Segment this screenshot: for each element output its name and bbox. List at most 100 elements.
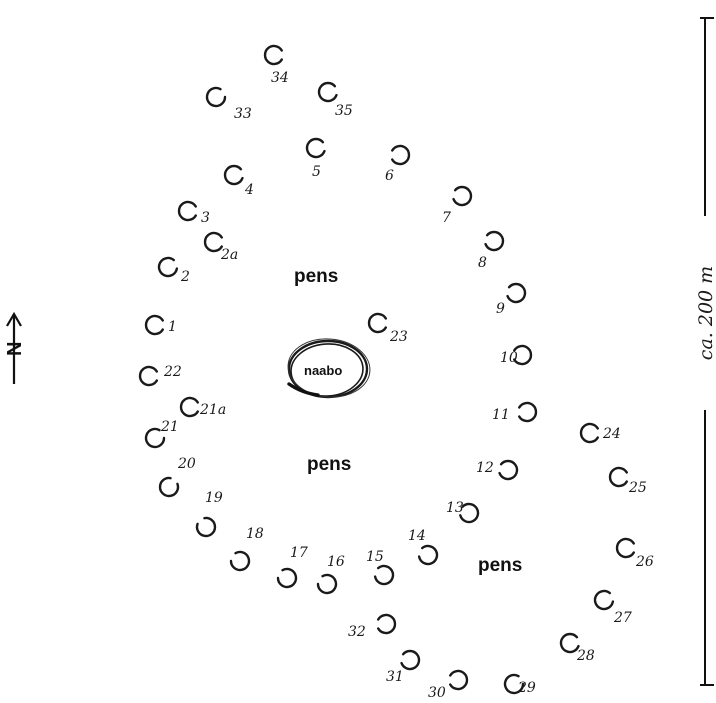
hut-34: 34: [263, 44, 289, 86]
hut-number: 4: [244, 182, 254, 198]
hut-2a: 2a: [203, 231, 238, 263]
hut-ring-icon: [506, 282, 527, 304]
hut-ring-icon: [559, 632, 580, 654]
hut-32: 32: [348, 613, 397, 640]
hut-2: 2: [157, 256, 190, 285]
hut-12: 12: [476, 459, 519, 481]
hut-number: 11: [492, 407, 510, 423]
hut-ring-icon: [459, 502, 480, 524]
hut-ring-icon: [400, 649, 421, 671]
hut-1: 1: [144, 314, 177, 336]
hut-number: 16: [327, 554, 345, 570]
hut-23: 23: [367, 312, 408, 345]
hut-number: 22: [163, 364, 182, 380]
hut-ring-icon: [158, 476, 180, 498]
hut-3: 3: [177, 200, 210, 226]
hut-number: 35: [335, 103, 353, 119]
hut-ring-icon: [377, 613, 397, 635]
hut-27: 27: [593, 589, 632, 626]
hut-number: 9: [496, 301, 505, 317]
hut-number: 5: [312, 164, 321, 180]
hut-ring-icon: [195, 516, 217, 538]
hut-21: 21: [144, 419, 179, 449]
hut-number: 18: [246, 526, 264, 542]
hut-ring-icon: [608, 466, 628, 488]
hut-number: 21: [160, 419, 179, 435]
hut-8: 8: [478, 230, 505, 271]
hut-ring-icon: [449, 669, 469, 691]
pens-label-center: pens: [307, 454, 351, 475]
hut-ring-icon: [518, 401, 538, 423]
hut-4: 4: [223, 164, 254, 198]
hut-15: 15: [366, 549, 395, 586]
hut-ring-icon: [579, 422, 599, 444]
hut-17: 17: [276, 545, 308, 589]
hut-ring-icon: [157, 256, 179, 278]
hut-number: 8: [478, 255, 487, 271]
hut-number: 7: [442, 210, 451, 226]
hut-28: 28: [559, 632, 595, 664]
hut-26: 26: [615, 537, 654, 570]
hut-number: 19: [205, 490, 223, 506]
naabo-enclosure: naabo: [287, 338, 371, 399]
hut-22: 22: [138, 364, 182, 387]
hut-number: 3: [201, 210, 210, 226]
hut-ring-icon: [179, 396, 199, 418]
hut-ring-icon: [305, 137, 326, 159]
hut-number: 20: [177, 456, 196, 472]
north-arrow-icon: N: [4, 311, 26, 384]
scale-label: ca. 200 m: [695, 266, 716, 360]
hut-number: 17: [290, 545, 308, 561]
hut-number: 13: [446, 500, 464, 516]
hut-ring-icon: [203, 231, 223, 253]
naabo-label: naabo: [304, 363, 342, 378]
hut-number: 23: [389, 329, 408, 345]
hut-24: 24: [579, 422, 621, 444]
hut-19: 19: [195, 490, 223, 538]
hut-number: 2: [180, 269, 190, 285]
hut-number: 33: [234, 106, 252, 122]
hut-number: 29: [517, 680, 536, 696]
north-letter: N: [4, 342, 26, 356]
hut-number: 31: [386, 669, 404, 685]
hut-16: 16: [316, 554, 345, 595]
hut-number: 15: [366, 549, 384, 565]
hut-25: 25: [608, 466, 647, 496]
hut-ring-icon: [263, 44, 283, 66]
hut-9: 9: [496, 282, 527, 317]
hut-number: 30: [428, 685, 446, 701]
hut-ring-icon: [144, 427, 166, 449]
hut-6: 6: [385, 144, 411, 184]
hut-31: 31: [386, 649, 421, 685]
hut-ring-icon: [177, 200, 197, 222]
hut-ring-icon: [276, 567, 298, 589]
hut-number: 24: [602, 426, 621, 442]
hut-number: 6: [385, 168, 394, 184]
hut-ring-icon: [615, 537, 635, 559]
hut-number: 27: [613, 610, 632, 626]
hut-number: 12: [476, 460, 494, 476]
hut-20: 20: [158, 456, 196, 498]
hut-21a: 21a: [179, 396, 226, 418]
hut-5: 5: [305, 137, 326, 180]
hut-ring-icon: [513, 344, 533, 366]
hut-ring-icon: [316, 573, 338, 595]
scale-bar: ca. 200 m: [695, 17, 716, 686]
hut-18: 18: [229, 526, 264, 572]
hut-ring-icon: [452, 185, 473, 207]
hut-ring-icon: [391, 144, 411, 166]
hut-number: 34: [271, 70, 289, 86]
hut-number: 28: [576, 648, 595, 664]
hut-ring-icon: [373, 564, 395, 586]
pens-label-north: pens: [294, 266, 338, 287]
hut-number: 10: [500, 350, 518, 366]
hut-number: 2a: [220, 247, 238, 263]
hut-ring-icon: [498, 459, 519, 481]
hut-11: 11: [492, 401, 538, 423]
hut-14: 14: [408, 528, 439, 566]
hut-number: 1: [168, 319, 177, 335]
hut-ring-icon: [503, 673, 525, 695]
hut-ring-icon: [144, 314, 164, 336]
hut-33: 33: [205, 86, 252, 122]
